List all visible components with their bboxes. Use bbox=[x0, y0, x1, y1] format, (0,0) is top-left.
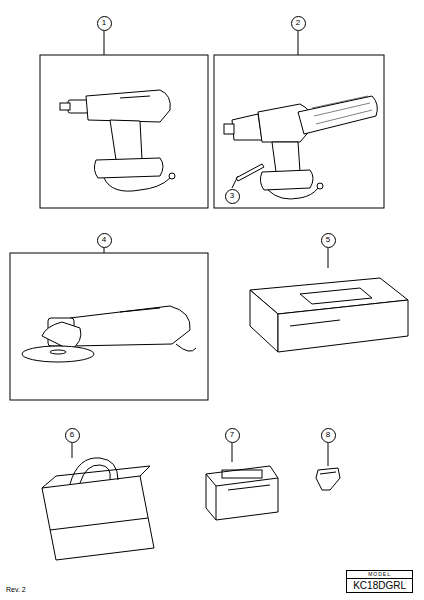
revision-note: Rev. 2 bbox=[6, 586, 26, 593]
callout-number: 3 bbox=[230, 192, 234, 200]
model-number: KC18DGRL bbox=[347, 579, 412, 592]
callout-number: 7 bbox=[230, 431, 234, 439]
callout-circle: 2 bbox=[291, 16, 306, 31]
model-box: MODELKC18DGRL bbox=[346, 570, 413, 593]
callout-circle: 3 bbox=[225, 189, 240, 204]
callout-number: 1 bbox=[102, 19, 106, 27]
callout-number: 8 bbox=[326, 431, 330, 439]
callout-circle: 6 bbox=[65, 428, 80, 443]
callout-number: 5 bbox=[326, 236, 330, 244]
callout-circle: 4 bbox=[97, 233, 112, 248]
callout-circle: 5 bbox=[321, 233, 336, 248]
callout-circle: 7 bbox=[225, 428, 240, 443]
callout-circle: 1 bbox=[97, 16, 112, 31]
callout-number: 4 bbox=[102, 236, 106, 244]
callout-circle: 8 bbox=[321, 428, 336, 443]
callout-number: 6 bbox=[70, 431, 74, 439]
callout-number: 2 bbox=[296, 19, 300, 27]
model-heading: MODEL bbox=[347, 571, 412, 579]
